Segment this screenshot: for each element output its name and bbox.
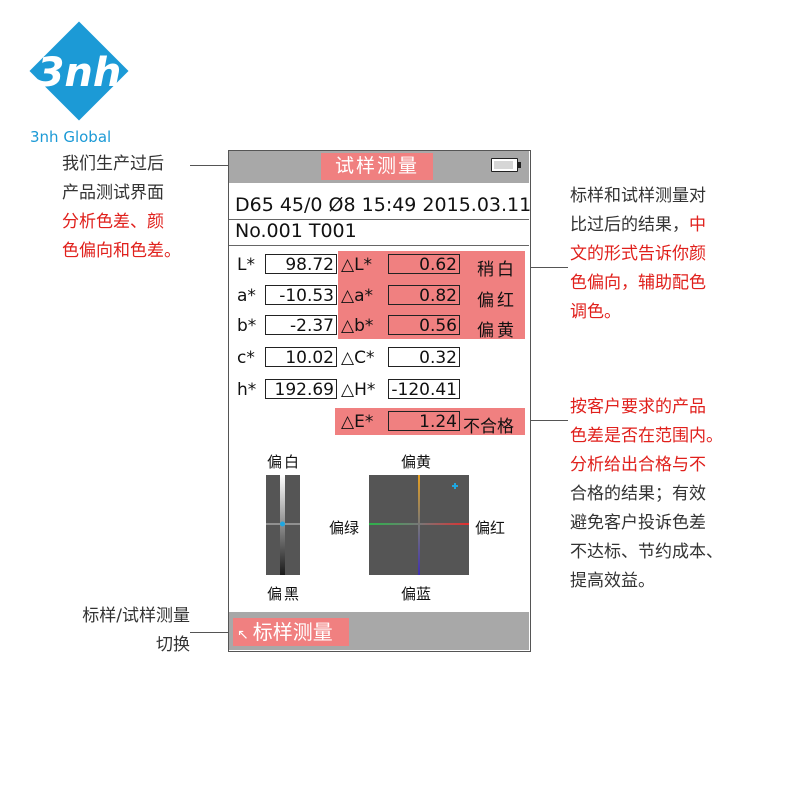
row-value: 10.02 xyxy=(265,347,337,368)
de-value: 1.24 xyxy=(388,411,460,432)
de-label: △E* xyxy=(341,412,374,432)
3nh-logo: 3nh xyxy=(29,21,129,121)
row-label: c* xyxy=(237,348,255,368)
row-value: 98.72 xyxy=(265,254,337,275)
lightness-top-label: 偏白 xyxy=(267,453,302,471)
row-delta-label: △b* xyxy=(341,316,374,336)
annotation-line: 色差是否在范围内。 xyxy=(570,426,723,446)
plane-bottom-label: 偏蓝 xyxy=(401,585,432,603)
annotation-leader-line xyxy=(190,632,232,633)
pass-fail-result: 不合格 xyxy=(463,417,514,437)
row-label: a* xyxy=(237,286,256,306)
annotation-text: 中 xyxy=(689,215,706,235)
row-delta-label: △C* xyxy=(341,348,375,368)
row-value: -2.37 xyxy=(265,315,337,336)
lightness-marker xyxy=(280,521,285,527)
lightness-bottom-label: 偏黑 xyxy=(267,585,302,603)
annotation-line: 合格的结果；有效 xyxy=(570,484,706,504)
annotation-line: 避免客户投诉色差 xyxy=(570,513,706,533)
row-label: h* xyxy=(237,380,257,400)
annotation-leader-line xyxy=(524,267,568,268)
row-description: 稍白 xyxy=(477,260,517,280)
row-delta-value: 0.82 xyxy=(388,285,460,306)
device-screen: 试样测量 D65 45/0 Ø8 15:49 2015.03.11 No.001… xyxy=(228,150,531,652)
row-delta-label: △H* xyxy=(341,380,376,400)
color-plane xyxy=(369,475,469,575)
annotation-line: 标样和试样测量对 xyxy=(570,186,706,206)
sample-id: No.001 T001 xyxy=(235,220,357,242)
plane-top-label: 偏黄 xyxy=(401,453,432,471)
annotation-line: 色偏向和色差。 xyxy=(62,241,181,261)
row-delta-label: △a* xyxy=(341,286,373,306)
annotation-line: 按客户要求的产品 xyxy=(570,397,706,417)
plane-right-label: 偏红 xyxy=(475,519,506,537)
row-description: 偏黄 xyxy=(477,321,517,341)
measurement-header: D65 45/0 Ø8 15:49 2015.03.11 xyxy=(235,194,532,216)
plane-left-label: 偏绿 xyxy=(329,519,360,537)
annotation-line: 我们生产过后 xyxy=(62,154,164,174)
annotation-leader-line xyxy=(524,420,568,421)
battery-icon xyxy=(491,158,518,172)
annotation-line: 调色。 xyxy=(570,302,621,322)
annotation-line: 不达标、节约成本、 xyxy=(570,542,723,562)
row-delta-value: 0.56 xyxy=(388,315,460,336)
arrow-up-left-icon: ↖ xyxy=(237,627,249,643)
annotation-line: 产品测试界面 xyxy=(62,183,164,203)
annotation-line: 文的形式告诉你颜 xyxy=(570,244,706,264)
divider xyxy=(229,219,529,220)
annotation-line: 标样/试样测量 xyxy=(82,606,190,626)
row-value: -10.53 xyxy=(265,285,337,306)
lightness-bar xyxy=(266,475,300,575)
divider xyxy=(229,245,529,246)
annotation-line: 切换 xyxy=(156,635,190,655)
row-label: L* xyxy=(237,255,255,275)
row-delta-label: △L* xyxy=(341,255,373,275)
annotation-line: 色偏向，辅助配色 xyxy=(570,273,706,293)
switch-standard-button[interactable]: ↖标样测量 xyxy=(233,618,349,646)
switch-label: 标样测量 xyxy=(252,620,333,644)
annotation-line: 分析给出合格与不 xyxy=(570,455,706,475)
annotation-line: 比过后的结果，中 xyxy=(570,211,706,240)
battery-nub xyxy=(518,162,521,168)
row-value: 192.69 xyxy=(265,379,337,400)
row-label: b* xyxy=(237,316,257,336)
row-delta-value: 0.62 xyxy=(388,254,460,275)
screen-title: 试样测量 xyxy=(321,153,433,180)
row-description: 偏红 xyxy=(477,291,517,311)
annotation-test-interface: 我们生产过后 产品测试界面 分析色差、颜 色偏向和色差。 xyxy=(62,150,181,266)
logo-mark-text: 3nh xyxy=(37,50,122,96)
row-delta-value: 0.32 xyxy=(388,347,460,368)
annotation-text: 比过后的结果， xyxy=(570,215,689,235)
row-delta-value: -120.41 xyxy=(388,379,460,400)
color-marker xyxy=(452,483,458,489)
annotation-comparison-result: 标样和试样测量对 比过后的结果，中 文的形式告诉你颜 色偏向，辅助配色 调色。 xyxy=(570,182,706,327)
annotation-switch: 标样/试样测量 切换 xyxy=(50,602,190,660)
logo-caption: 3nh Global xyxy=(30,128,112,146)
annotation-pass-fail: 按客户要求的产品 色差是否在范围内。 分析给出合格与不 合格的结果；有效 避免客… xyxy=(570,393,723,596)
annotation-line: 提高效益。 xyxy=(570,571,655,591)
annotation-line: 分析色差、颜 xyxy=(62,212,164,232)
